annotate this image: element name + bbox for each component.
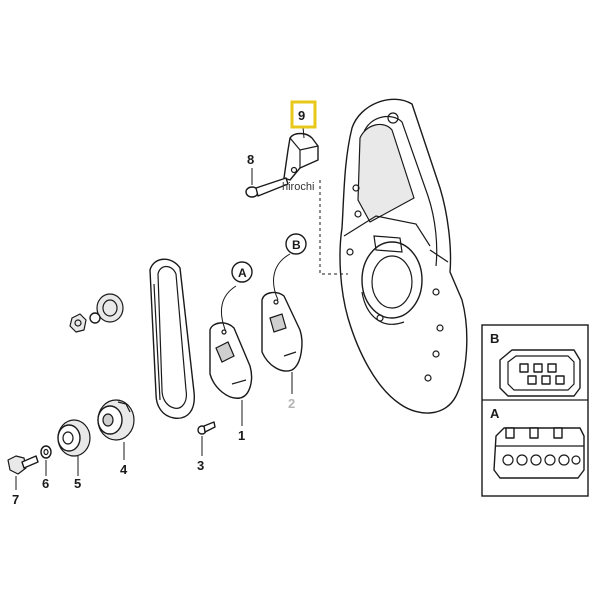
callout-6: 6 [42, 476, 49, 491]
housing-cover [339, 98, 468, 414]
bracket-part-9 [283, 126, 319, 181]
sensor-bracket-part-2 [261, 253, 303, 394]
drive-belt-part [149, 258, 195, 419]
connector-tag-a-circle [231, 261, 253, 283]
callout-3: 3 [197, 458, 204, 473]
connector-tag-b: B [292, 238, 301, 252]
connector-tag-b-circle [285, 233, 307, 255]
callout-2: 2 [288, 396, 295, 411]
part-9-highlight-box [290, 100, 317, 129]
screw-part-8 [245, 168, 289, 198]
watermark: hirochi [282, 181, 314, 193]
connector-inset: B A [481, 324, 589, 497]
connector-b-drawing [499, 349, 581, 397]
connector-a-drawing [493, 427, 585, 479]
callout-1: 1 [238, 428, 245, 443]
callout-4: 4 [120, 462, 128, 477]
assembly-dash-line [319, 180, 348, 275]
bolt-part-7 [7, 455, 39, 490]
inset-label-b: B [490, 331, 499, 346]
upper-pulley-assembly [69, 293, 124, 333]
hub-part-4 [97, 399, 135, 460]
pulley-part-5 [57, 419, 91, 476]
connector-tag-a: A [238, 266, 247, 280]
inset-label-a: A [490, 406, 500, 421]
screw-part-3 [197, 421, 216, 456]
callout-9: 9 [298, 108, 305, 123]
callout-8: 8 [247, 152, 254, 167]
washer-part-6 [40, 445, 52, 476]
sensor-bracket-part-1 [209, 285, 253, 426]
callout-7: 7 [12, 492, 19, 507]
callout-5: 5 [74, 476, 81, 491]
